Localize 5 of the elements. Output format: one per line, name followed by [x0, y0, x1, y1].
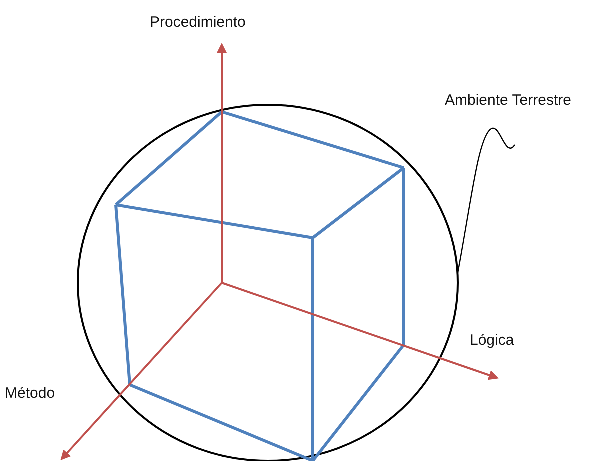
axis-label: Método: [5, 385, 56, 402]
region-label: Ambiente Terrestre: [445, 92, 572, 109]
leader-line: [457, 128, 516, 274]
axis-label: Procedimiento: [150, 14, 246, 31]
axis-label: Lógica: [470, 332, 514, 349]
